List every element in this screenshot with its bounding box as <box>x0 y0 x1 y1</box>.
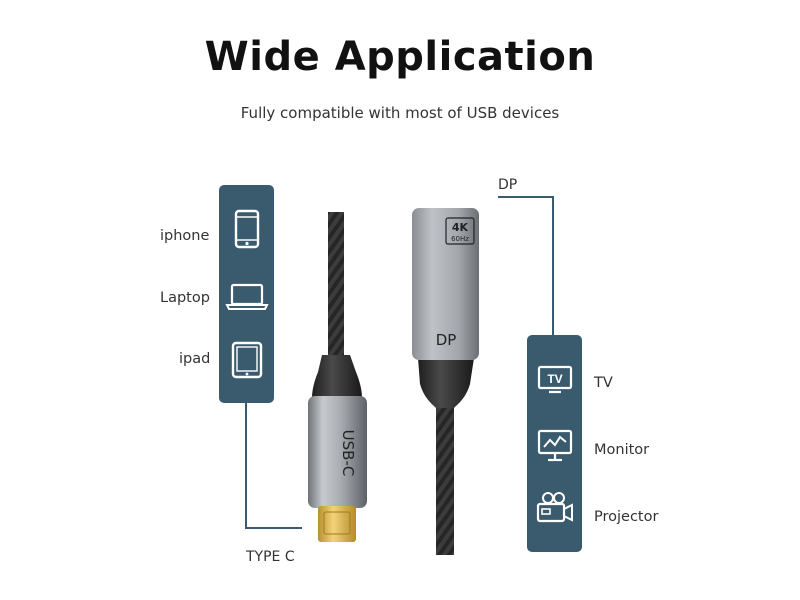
laptop-icon <box>225 283 269 310</box>
type-c-label: TYPE C <box>246 549 295 565</box>
smartphone-icon <box>234 209 260 249</box>
display-devices-panel: TV <box>527 335 582 552</box>
left-connector-line-horizontal <box>245 527 302 529</box>
device-label-projector: Projector <box>594 509 659 525</box>
page-title: Wide Application <box>204 34 596 80</box>
monitor-icon <box>537 429 573 462</box>
dp-connector-label: DP <box>436 331 457 349</box>
projector-icon <box>536 492 573 523</box>
device-label-laptop: Laptop <box>160 290 210 306</box>
device-label-ipad: ipad <box>179 351 211 367</box>
page-subtitle: Fully compatible with most of USB device… <box>240 104 560 122</box>
dp-port-label: DP <box>498 177 518 193</box>
device-label-monitor: Monitor <box>594 442 650 458</box>
device-label-iphone: iphone <box>160 228 210 244</box>
usbc-plug-tip <box>318 506 356 542</box>
dp-strain-relief <box>418 358 474 408</box>
tv-icon: TV <box>537 365 573 394</box>
tablet-icon <box>231 341 263 379</box>
usbc-braided-cable <box>328 212 344 356</box>
source-devices-panel <box>219 185 274 403</box>
dp-housing <box>412 208 479 360</box>
svg-text:TV: TV <box>547 372 562 386</box>
dp-badge-60hz: 60Hz <box>451 235 469 243</box>
dp-4k-badge <box>445 217 475 245</box>
usbc-strain-relief <box>312 355 362 398</box>
device-label-tv: TV <box>594 375 613 391</box>
right-connector-line-horizontal <box>498 196 554 198</box>
left-connector-line-vertical <box>245 403 247 529</box>
dp-braided-cable <box>436 405 454 555</box>
dp-badge-4k: 4K <box>452 221 469 234</box>
right-connector-line-vertical <box>552 196 554 336</box>
usbc-connector-label: USB-C <box>339 430 357 477</box>
usbc-housing <box>308 396 367 508</box>
